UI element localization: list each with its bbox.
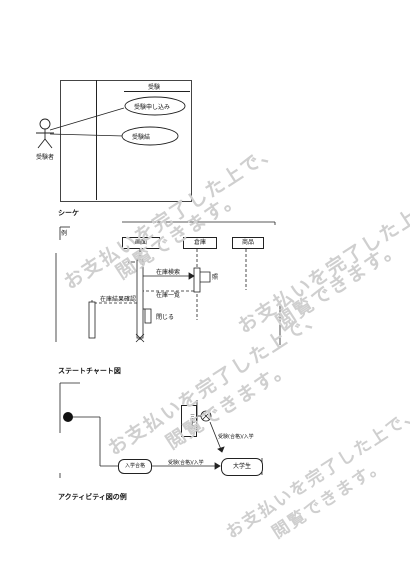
usecase-oval-2	[121, 126, 179, 146]
usecase-system-boundary	[96, 80, 191, 200]
state-admission-pass: 入学合格	[118, 459, 152, 474]
sequence-small-label: 例	[61, 230, 68, 237]
lifeline-screen: 画面	[122, 237, 160, 249]
state-university-student: 大学生	[221, 458, 263, 476]
message-stock-confirm: 在庫結果確認	[100, 296, 137, 303]
usecase-label-result: 受験結	[132, 134, 151, 141]
lifeline-warehouse: 倉庫	[183, 237, 217, 249]
usecase-title-divider	[124, 91, 190, 92]
usecase-system-title: 受験	[148, 84, 161, 91]
actor-figure	[36, 118, 54, 149]
message-stock-search: 在庫検索	[156, 269, 181, 276]
merge-node	[200, 410, 212, 422]
state-third-year: 三年生	[181, 405, 197, 437]
activity-caption: アクティビティ図の例	[58, 493, 127, 501]
usecase-oval-1	[124, 96, 186, 116]
message-close: 閉じる	[156, 314, 175, 321]
state-caption: ステートチャート図	[58, 367, 121, 375]
transition-label-lower: 受験(合格)/入学	[168, 460, 204, 466]
usecase-label-apply: 受験申し込み	[134, 104, 171, 111]
transition-label-upper: 受験(合格)/入学	[218, 434, 254, 440]
initial-state-dot	[63, 412, 73, 422]
message-stock-list: 在庫一覧	[156, 292, 181, 299]
usecase-frame	[60, 80, 192, 202]
actor-label: 受験者	[36, 154, 55, 161]
sequence-caption: シーケ	[58, 209, 79, 217]
lifeline-product: 商品	[232, 237, 264, 249]
message-refer: 照	[212, 274, 219, 281]
